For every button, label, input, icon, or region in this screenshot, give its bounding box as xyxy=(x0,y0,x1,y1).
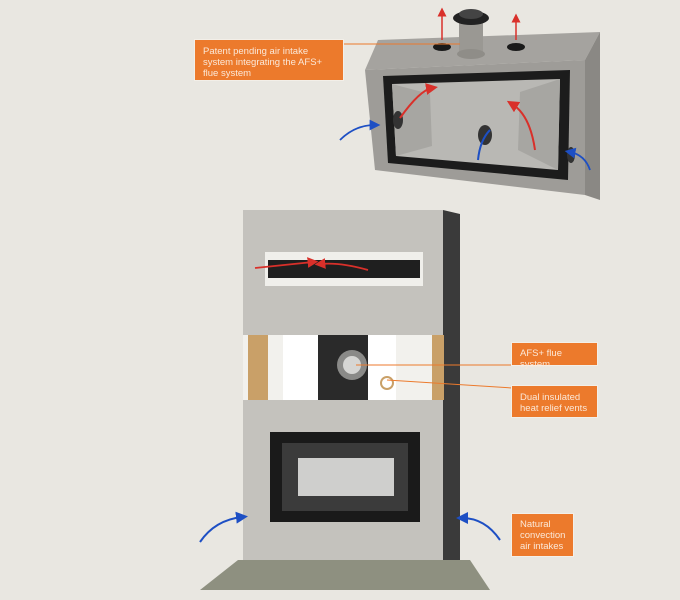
callout-heat-relief-vents: Dual insulated heat relief vents xyxy=(512,386,597,417)
firebox-top xyxy=(339,7,600,200)
callout-convection-intakes: Natural convection air intakes xyxy=(512,514,573,556)
callout-flue-system: AFS+ flue system xyxy=(512,343,597,370)
callout-air-intake: Patent pending air intake system integra… xyxy=(195,40,343,80)
fireplace-unit xyxy=(199,210,513,590)
